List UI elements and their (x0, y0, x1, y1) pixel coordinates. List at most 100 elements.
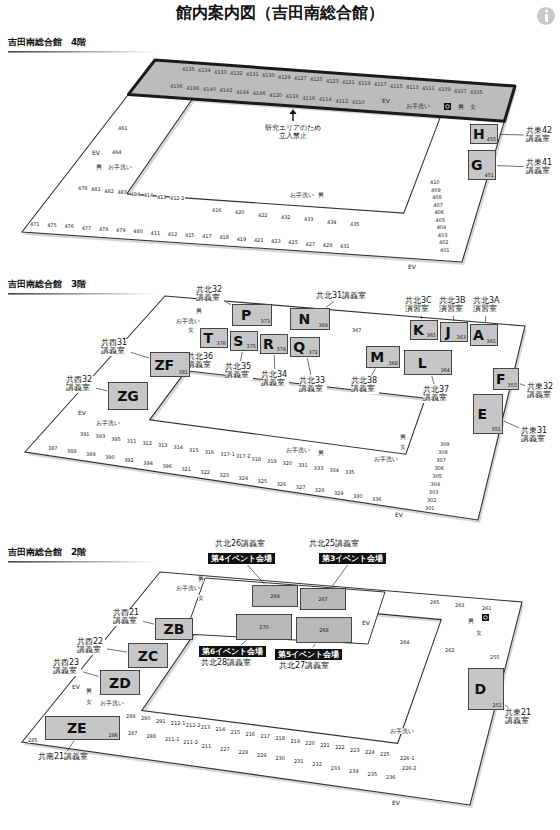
room-number: 232 (312, 762, 322, 767)
room-letter: N (298, 312, 310, 326)
room-number: 311 (127, 439, 137, 444)
leader-line (313, 644, 315, 648)
room-number: 4127 (294, 76, 307, 81)
map-title: 館内案内図（吉田南総合館） (0, 5, 560, 21)
room-number: 236 (386, 775, 396, 780)
room-number: 4116 (302, 96, 315, 101)
facility-label: 男 (468, 618, 474, 624)
lecture-room-box: P共北32講義室373 (232, 304, 272, 326)
info-dot (545, 9, 548, 12)
room-number: 464 (112, 150, 122, 155)
lecture-room-box: ZB共西21講義室 (155, 618, 193, 640)
leader-line (96, 388, 107, 391)
room-number: 4107 (454, 89, 467, 94)
room-number: 334 (329, 468, 339, 473)
room-number: 407 (433, 203, 443, 208)
room-number: 4115 (390, 84, 403, 89)
leader-line (248, 565, 265, 584)
room-name: 共東31講義室 (521, 427, 551, 444)
heading-bar (8, 51, 158, 53)
room-number: 216 (246, 732, 256, 737)
atrium-island (185, 578, 385, 644)
lecture-room-box: G共東41講義室451 (468, 150, 496, 180)
room-number: 413 (157, 195, 167, 200)
room-number: 368 (388, 361, 398, 366)
room-number: 4113 (406, 85, 419, 90)
room-number: 327 (296, 485, 306, 490)
room-number: 4125 (310, 77, 323, 82)
lecture-room-box: T共北36講義室376 (200, 328, 228, 348)
room-number: 392 (124, 458, 134, 463)
event-room-box: 第6イベント会場共北28講義室270 (236, 614, 292, 640)
leader-line (241, 352, 243, 361)
leader-line (107, 649, 127, 652)
leader-line (307, 358, 311, 375)
room-number: 4142 (220, 88, 233, 93)
room-number: 211 (202, 744, 212, 749)
room-number: 336 (372, 497, 382, 502)
room-number: 261 (482, 606, 492, 611)
room-number: 476 (64, 224, 74, 229)
room-letter: M (370, 350, 384, 364)
room-name: 共北3A演習室 (473, 297, 501, 314)
leader-line (504, 421, 519, 428)
room-number: 335 (345, 470, 355, 475)
room-number: 325 (258, 479, 268, 484)
leader-line (332, 565, 348, 587)
room-name: 共東32講義室 (527, 383, 557, 400)
room-number: 4146 (253, 91, 266, 96)
room-number: 388 (67, 449, 77, 454)
room-number: 401 (440, 248, 450, 253)
room-number: 312 (142, 441, 152, 446)
facility-label: お手洗い (96, 420, 120, 426)
accessible-toilet-icon (444, 103, 451, 110)
leader-line (131, 352, 149, 358)
room-number: 4110 (352, 100, 365, 105)
lecture-room-box: ZF共西31講義室381 (150, 352, 190, 377)
room-number: 417 (202, 234, 212, 239)
room-number: 363 (456, 335, 466, 340)
room-number: 412 (168, 232, 178, 237)
room-number: 396 (162, 464, 172, 469)
leader-lines (67, 134, 525, 751)
lecture-room-box: N共北31講義室369 (290, 308, 330, 330)
room-letter: J (446, 325, 451, 339)
room-number: 235 (368, 772, 378, 777)
facility-label: 男 (96, 164, 102, 170)
facility-label: 男 (318, 450, 324, 456)
heading-bar (8, 561, 158, 563)
room-number: 225 (380, 752, 390, 757)
room-name: 共東41講義室 (526, 159, 556, 176)
room-number: 481 (91, 187, 101, 192)
facility-label: EV (72, 684, 80, 690)
room-number: 390 (105, 455, 115, 460)
room-number: 4136 (170, 84, 183, 89)
event-room-box: 第5イベント会場共北27講義室268 (296, 617, 352, 643)
room-number: 255 (490, 655, 500, 660)
room-number: 218 (275, 736, 285, 741)
room-number: 317-2 (236, 454, 251, 459)
room-number: 478 (78, 186, 88, 191)
facility-label: 女 (86, 699, 92, 705)
room-number: 319 (267, 459, 277, 464)
room-number: 482 (104, 189, 114, 194)
leader-line (226, 302, 231, 305)
room-number: 4111 (422, 86, 435, 91)
room-number: 410 (430, 180, 440, 185)
room-number: 394 (143, 461, 153, 466)
room-number: 321 (181, 467, 191, 472)
icon-square (482, 614, 489, 621)
room-number: 221 (320, 743, 330, 748)
room-number: 323 (220, 473, 230, 478)
room-letter: A (473, 328, 484, 342)
leader-line (505, 705, 509, 708)
room-number: 483 (117, 190, 127, 195)
room-number: 427 (306, 242, 316, 247)
event-tag: 第6イベント会場 (199, 646, 266, 657)
room-number: 423 (271, 239, 281, 244)
room-number: 434 (327, 220, 337, 225)
room-name: 共北35講義室 (225, 363, 253, 380)
room-letter: R (263, 337, 274, 351)
facility-label: EV (408, 264, 416, 270)
lecture-room-box: K共北3C演習室365 (410, 320, 438, 340)
